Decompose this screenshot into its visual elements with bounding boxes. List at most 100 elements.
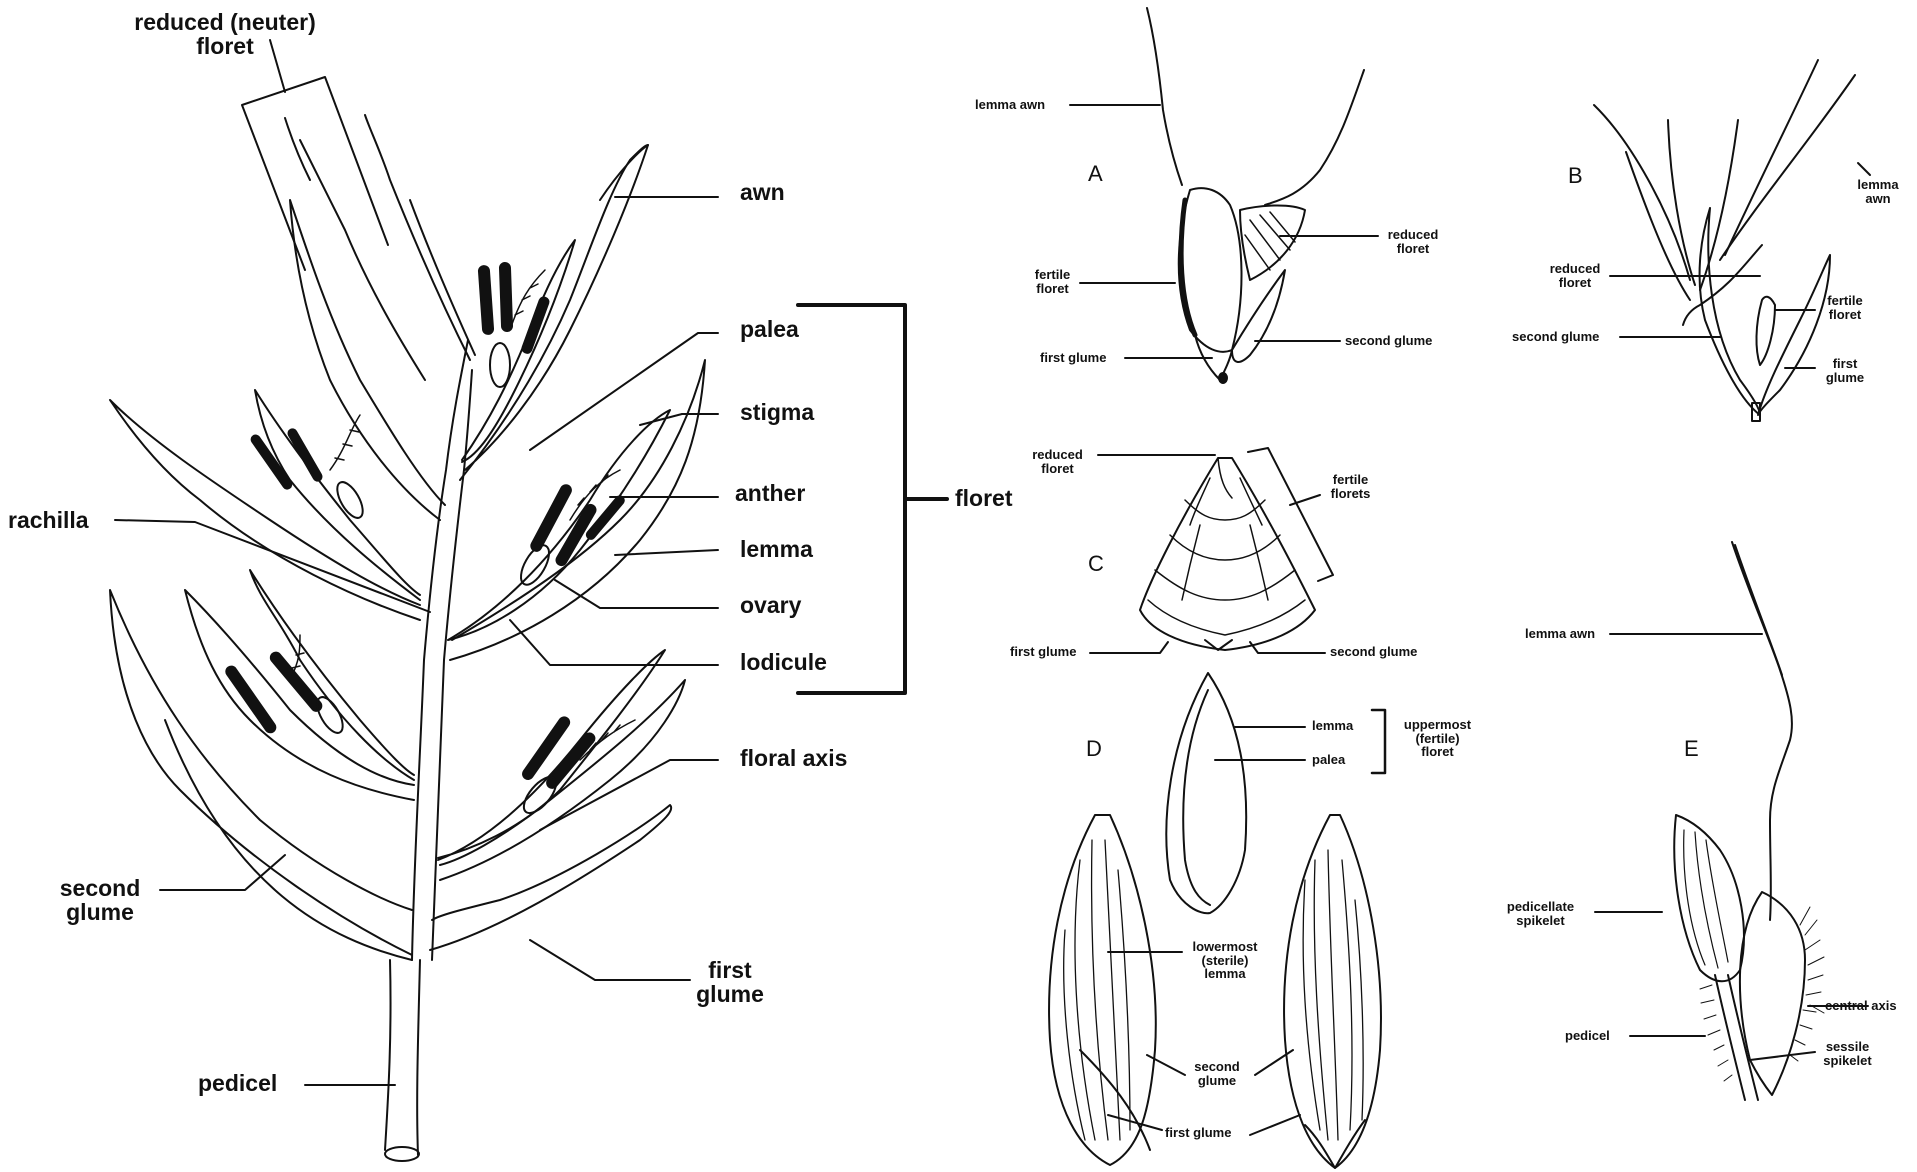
- lower-right-floret: [440, 680, 685, 880]
- ovary-3: [515, 541, 554, 589]
- panel-c-label-reduced-floret: reduced floret: [1020, 448, 1095, 475]
- panel-d-letter: D: [1086, 737, 1102, 760]
- panel-b-awn-5: [1594, 105, 1690, 280]
- floret-bracket: [798, 305, 947, 693]
- panel-c-label-fertile-florets: fertile florets: [1318, 473, 1383, 500]
- panel-a-awn-left: [1147, 8, 1182, 185]
- reduced-floret-bracket: [242, 77, 388, 270]
- panel-d-label-lemma: lemma: [1312, 719, 1353, 733]
- panel-e-label-central-axis: central axis: [1825, 999, 1897, 1013]
- pedicel-stalk: [385, 960, 420, 1155]
- panel-e-label-sessile: sessile spikelet: [1815, 1040, 1880, 1067]
- panel-c-label-first-glume: first glume: [1010, 645, 1076, 659]
- panel-b-awn-7: [1725, 60, 1818, 255]
- main-spikelet-drawing: [110, 40, 947, 1161]
- ovary-1: [490, 343, 510, 387]
- panel-d-label-palea: palea: [1312, 753, 1345, 767]
- panel-d-label-second-glume: second glume: [1182, 1060, 1252, 1087]
- panel-e-drawing: [1595, 542, 1868, 1100]
- panel-b-awn-3: [1668, 120, 1695, 285]
- panel-e-leader-sessile: [1750, 1052, 1815, 1060]
- label-palea: palea: [740, 317, 799, 341]
- label-rachilla: rachilla: [8, 508, 89, 532]
- anthers-cluster: [223, 262, 627, 791]
- panel-b-label-fertile-floret: fertile floret: [1815, 294, 1875, 321]
- panel-a-label-reduced-floret: reduced floret: [1378, 228, 1448, 255]
- leader-ovary: [555, 580, 718, 608]
- panel-d-upper-floret: [1166, 673, 1246, 913]
- panel-d-label-uppermost: uppermost (fertile) floret: [1390, 718, 1485, 759]
- leader-first-glume: [530, 940, 690, 980]
- panel-e-pedicel: [1715, 975, 1758, 1100]
- rachilla-axis: [412, 340, 472, 960]
- panel-d-right-veins: [1303, 850, 1363, 1140]
- mid-right-floret: [450, 360, 705, 660]
- label-anther: anther: [735, 481, 805, 505]
- reduced-floret-outline: [365, 115, 475, 360]
- label-first-glume: first glume: [690, 958, 770, 1006]
- panel-b-awn-4: [1700, 120, 1738, 290]
- panel-b-letter: B: [1568, 164, 1583, 187]
- panel-a-reduced-shade: [1245, 212, 1295, 270]
- panel-d-bracket: [1372, 710, 1385, 773]
- leader-lodicule: [510, 620, 718, 665]
- panel-b-fertile-floret: [1756, 297, 1775, 365]
- panel-d-label-lowermost: lowermost (sterile) lemma: [1180, 940, 1270, 981]
- panel-d-upper-palea: [1183, 690, 1210, 905]
- panel-e-awn: [1732, 542, 1792, 920]
- panel-b-label-reduced-floret: reduced floret: [1540, 262, 1610, 289]
- panel-e-awn-2: [1735, 545, 1782, 675]
- panel-e-label-lemma-awn: lemma awn: [1525, 627, 1595, 641]
- panel-a-fertile-shade: [1181, 200, 1195, 335]
- first-glume-outline: [430, 805, 671, 950]
- panel-b-label-lemma-awn: lemma awn: [1848, 178, 1908, 205]
- panel-e-label-pedicellate: pedicellate spikelet: [1488, 900, 1593, 927]
- panel-e-pedicellate-spikelet: [1674, 815, 1744, 981]
- panel-a-letter: A: [1088, 162, 1103, 185]
- label-lodicule: lodicule: [740, 650, 827, 674]
- panel-d-label-first-glume: first glume: [1165, 1126, 1231, 1140]
- label-lemma: lemma: [740, 537, 813, 561]
- panel-b-label-second-glume: second glume: [1512, 330, 1599, 344]
- upper-right-awn: [600, 145, 648, 200]
- panel-e-label-pedicel: pedicel: [1565, 1029, 1610, 1043]
- ovary-2: [332, 478, 368, 522]
- panel-c-letter: C: [1088, 552, 1104, 575]
- panel-c-drawing: [1090, 448, 1333, 653]
- panel-a-base: [1219, 373, 1227, 383]
- label-ovary: ovary: [740, 593, 801, 617]
- panel-a-second-glume: [1232, 270, 1285, 362]
- label-reduced-neuter-floret: reduced (neuter) floret: [115, 10, 335, 58]
- panel-a-awn-right: [1265, 70, 1364, 205]
- pedicel-cut-end: [385, 1147, 419, 1161]
- panel-d-left-spikelet: [1049, 815, 1156, 1165]
- label-pedicel: pedicel: [198, 1071, 277, 1095]
- panel-b-first-glume: [1758, 255, 1830, 415]
- lower-left-floret-palea: [250, 570, 414, 780]
- panel-c-label-second-glume: second glume: [1330, 645, 1417, 659]
- panel-b-label-first-glume: first glume: [1815, 357, 1875, 384]
- panel-b-leader-awn: [1858, 163, 1870, 175]
- label-stigma: stigma: [740, 400, 814, 424]
- leader-second-glume: [160, 855, 285, 890]
- panel-d-left-second-glume: [1080, 1050, 1150, 1150]
- panel-b-awn-6: [1720, 75, 1855, 260]
- leader-rachilla: [115, 520, 430, 612]
- panel-c-leader-first: [1090, 642, 1168, 653]
- panel-b-second-glume: [1700, 208, 1760, 415]
- panel-a-label-first-glume: first glume: [1040, 351, 1106, 365]
- panel-a-fertile-floret: [1179, 188, 1242, 352]
- label-floret: floret: [955, 486, 1013, 510]
- panel-e-letter: E: [1684, 737, 1699, 760]
- panel-a-label-lemma-awn: lemma awn: [975, 98, 1045, 112]
- label-awn: awn: [740, 180, 785, 204]
- lower-right-floret-2: [438, 650, 665, 860]
- mid-left-floret: [110, 400, 420, 620]
- panel-a-label-second-glume: second glume: [1345, 334, 1432, 348]
- panel-a-label-fertile-floret: fertile floret: [1025, 268, 1080, 295]
- label-floral-axis: floral axis: [740, 746, 847, 770]
- label-second-glume: second glume: [50, 876, 150, 924]
- second-glume-outline: [110, 590, 412, 960]
- panel-a-drawing: [1070, 8, 1378, 383]
